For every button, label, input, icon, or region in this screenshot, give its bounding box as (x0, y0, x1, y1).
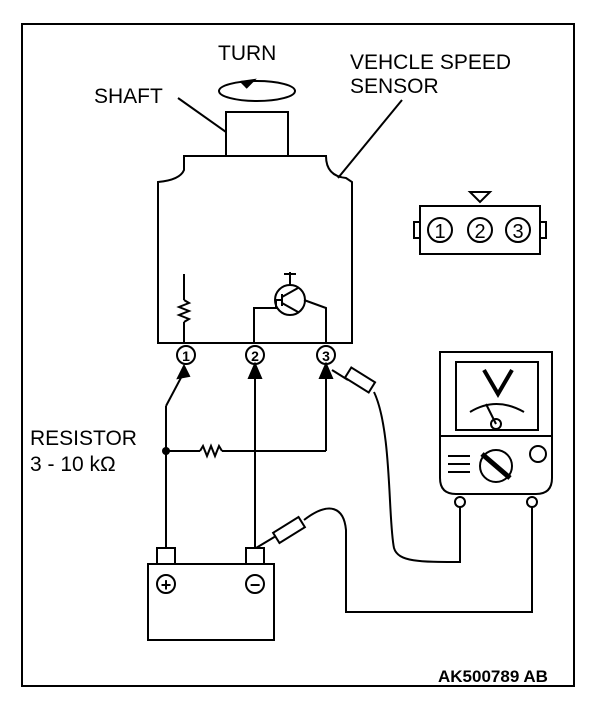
probe-black (271, 515, 307, 545)
sensor-body (157, 155, 353, 344)
diagram-frame (21, 23, 575, 687)
shaft-leader (177, 97, 227, 133)
resistor-label-line2: 3 - 10 kΩ (30, 453, 116, 476)
junction-dot (162, 447, 170, 455)
turn-arrow (218, 80, 296, 102)
sensor-label-line1: VEHCLE SPEED (350, 51, 512, 74)
multimeter-body (439, 351, 553, 495)
battery-terminal-neg (245, 547, 265, 565)
shaft-label: SHAFT (94, 85, 163, 108)
meter-selector-knob (479, 449, 513, 483)
battery-terminal-pos (156, 547, 176, 565)
terminal-2-label: 2 (251, 348, 259, 364)
connector-pin-3: 3 (512, 221, 523, 243)
sensor-leader (337, 99, 403, 179)
battery-positive-icon: + (161, 575, 172, 595)
battery-body (147, 563, 275, 641)
shaft (225, 111, 289, 157)
resistor-label-line1: RESISTOR (30, 427, 137, 450)
turn-label: TURN (218, 42, 277, 65)
meter-display (455, 361, 539, 431)
terminal-1-circle (176, 345, 196, 365)
sensor-label-line2: SENSOR (350, 75, 439, 98)
figure-code: AK500789 AB (438, 667, 548, 686)
connector-pin-2: 2 (474, 221, 485, 243)
battery-negative-icon: − (250, 575, 261, 595)
connector-key-icon (467, 191, 493, 204)
terminal-1-label: 1 (182, 348, 190, 364)
probe-red (343, 366, 377, 394)
terminal-3-label: 3 (322, 348, 330, 364)
connector-pin-1: 1 (434, 221, 445, 243)
